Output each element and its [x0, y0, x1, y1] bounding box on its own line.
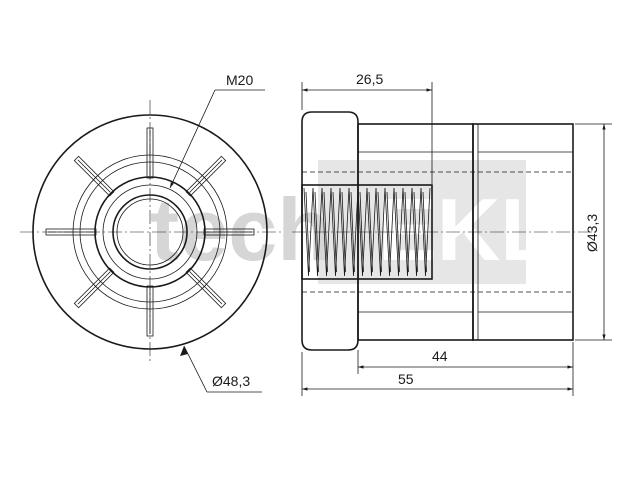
front-rib — [185, 155, 227, 197]
body-diameter-dimension: Ø43,3 — [575, 123, 612, 341]
thread-label: M20 — [226, 72, 253, 88]
thread-tooth-inner — [350, 191, 355, 273]
cap-length-dimension: 26,5 — [301, 71, 433, 184]
outer-diameter-label: Ø48,3 — [212, 373, 250, 389]
cap-length-label: 26,5 — [356, 71, 383, 87]
thread-tooth — [321, 187, 332, 277]
front-view — [20, 100, 282, 364]
front-rib-slot — [73, 155, 115, 197]
thread-tooth — [348, 187, 359, 277]
side-view — [292, 111, 592, 351]
front-rib-center — [189, 159, 223, 193]
thread-callout: M20 — [169, 72, 265, 189]
front-rib-slot — [185, 267, 227, 309]
thread-tooth-inner — [332, 191, 337, 273]
watermark-right-text: EKL — [378, 180, 554, 279]
front-rib — [73, 155, 115, 197]
thread-tooth — [303, 187, 314, 277]
thread-tooth — [330, 187, 341, 277]
outer-diameter-arrow — [180, 346, 188, 356]
watermark: tech EKL — [150, 160, 554, 284]
thread-tooth — [375, 187, 386, 277]
thread-tooth — [393, 187, 404, 277]
thread-tooth — [366, 187, 377, 277]
front-rib-center — [189, 271, 223, 305]
front-ribs — [45, 127, 255, 337]
thread-tooth — [384, 187, 395, 277]
outer-diameter-callout: Ø48,3 — [180, 345, 262, 393]
thread-tooth — [357, 187, 368, 277]
thread-leader — [169, 89, 216, 189]
thread-tooth — [420, 187, 431, 277]
watermark-left-text: tech — [150, 180, 331, 279]
thread-tooth — [411, 187, 422, 277]
front-rib-slot — [73, 267, 115, 309]
thread-tooth — [402, 187, 413, 277]
thread-tooth — [312, 187, 323, 277]
thread-tooth-inner — [305, 191, 310, 273]
side-cap-flange — [301, 111, 359, 351]
front-rib-slot — [185, 155, 227, 197]
body-diameter-label: Ø43,3 — [584, 214, 600, 252]
thread-tooth — [339, 187, 350, 277]
front-rib-center — [77, 271, 111, 305]
total-length-label: 55 — [398, 371, 414, 387]
front-rib-center — [77, 159, 111, 193]
total-length-dimension: 55 — [301, 352, 573, 396]
front-rib — [185, 267, 227, 309]
body-length-label: 44 — [432, 348, 448, 364]
thread-tooth-inner — [377, 191, 382, 273]
front-rib — [73, 267, 115, 309]
body-length-dimension: 44 — [357, 342, 574, 396]
